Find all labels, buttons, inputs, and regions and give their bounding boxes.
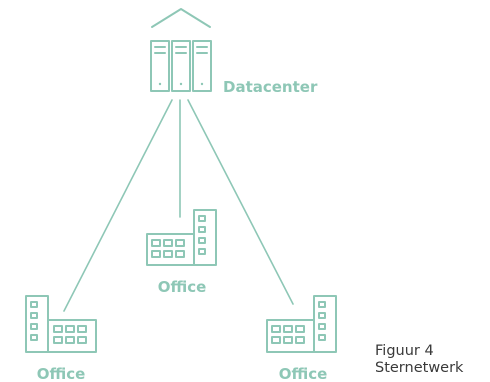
figure-number: Figuur 4 (375, 343, 434, 359)
office-right-label: Office (279, 365, 328, 382)
server-rack-icon (150, 8, 212, 92)
link-datacenter-office-left (63, 99, 173, 312)
office-right-node: Office (266, 295, 337, 382)
connections (63, 99, 294, 312)
office-left-node: Office (25, 295, 97, 382)
datacenter-label: Datacenter (223, 78, 318, 96)
link-datacenter-office-right (187, 99, 294, 305)
office-center-label: Office (158, 278, 207, 296)
figure-title: Sternetwerk (375, 360, 464, 376)
office-center-node: Office (146, 209, 217, 296)
office-left-label: Office (37, 365, 86, 382)
office-building-icon (146, 209, 217, 266)
office-building-icon (266, 295, 337, 353)
figure-caption: Figuur 4 Sternetwerk (375, 343, 463, 377)
office-building-icon (25, 295, 97, 353)
datacenter-node: Datacenter (150, 8, 318, 96)
